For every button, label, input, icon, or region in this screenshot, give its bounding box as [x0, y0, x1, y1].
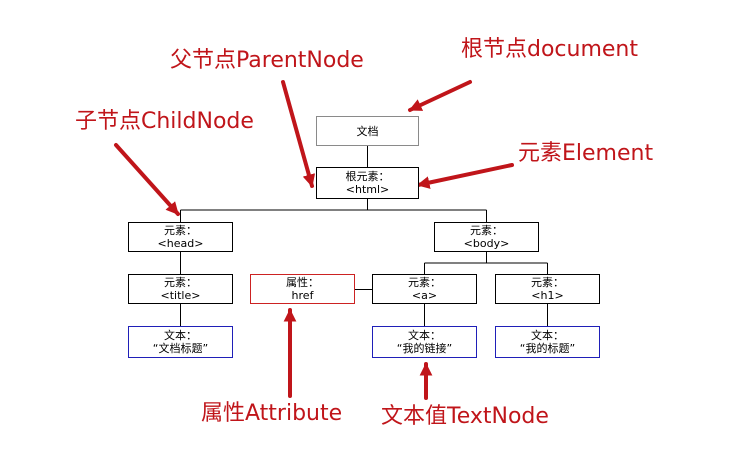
- html-node: 根元素： <html>: [316, 167, 419, 199]
- node-type-label: 元素：: [164, 276, 197, 289]
- node-value-label: “我的标题”: [519, 342, 576, 355]
- callout-arrows: [114, 80, 514, 400]
- title-text-node: 文本： “文档标题”: [128, 326, 233, 358]
- child-node-label: 子节点ChildNode: [75, 109, 254, 134]
- node-value-label: “我的链接”: [396, 342, 453, 355]
- h1-text-node: 文本： “我的标题”: [495, 326, 600, 358]
- node-tag-label: <body>: [463, 237, 510, 250]
- node-tag-label: <html>: [345, 183, 390, 196]
- arrow-parent: [281, 80, 316, 188]
- attribute-label: 属性Attribute: [201, 401, 343, 426]
- a-node: 元素： <a>: [372, 274, 477, 304]
- textnode-label: 文本值TextNode: [381, 404, 549, 429]
- parent-node-label: 父节点ParentNode: [170, 48, 364, 73]
- node-type-label: 属性：: [286, 276, 319, 289]
- node-type-label: 根元素：: [345, 170, 390, 183]
- node-tag-label: href: [291, 289, 314, 302]
- arrow-child: [114, 143, 180, 216]
- node-tag-label: <h1>: [531, 289, 564, 302]
- title-node: 元素： <title>: [128, 274, 233, 304]
- element-label: 元素Element: [518, 141, 654, 166]
- a-text-node: 文本： “我的链接”: [372, 326, 477, 358]
- node-type-label: 元素：: [531, 276, 564, 289]
- node-type-label: 文本：: [531, 329, 564, 342]
- h1-node: 元素： <h1>: [495, 274, 600, 304]
- node-type-label: 文本：: [164, 329, 197, 342]
- root-node-label: 根节点document: [461, 37, 638, 62]
- node-type-label: 文本：: [408, 329, 441, 342]
- node-tag-label: <title>: [160, 289, 201, 302]
- node-value-label: “文档标题”: [152, 342, 209, 355]
- document-node-label: 文档: [356, 124, 379, 138]
- node-type-label: 元素：: [408, 276, 441, 289]
- node-type-label: 元素：: [164, 224, 197, 237]
- node-tag-label: <head>: [157, 237, 204, 250]
- head-node: 元素： <head>: [128, 222, 233, 252]
- arrow-root: [408, 80, 472, 112]
- body-node: 元素： <body>: [434, 222, 539, 252]
- node-tag-label: <a>: [411, 289, 438, 302]
- arrow-element: [416, 163, 514, 189]
- document-node: 文档: [316, 116, 419, 146]
- node-type-label: 元素：: [470, 224, 503, 237]
- href-attribute-node: 属性： href: [250, 274, 355, 304]
- tree-lines: [180, 146, 548, 326]
